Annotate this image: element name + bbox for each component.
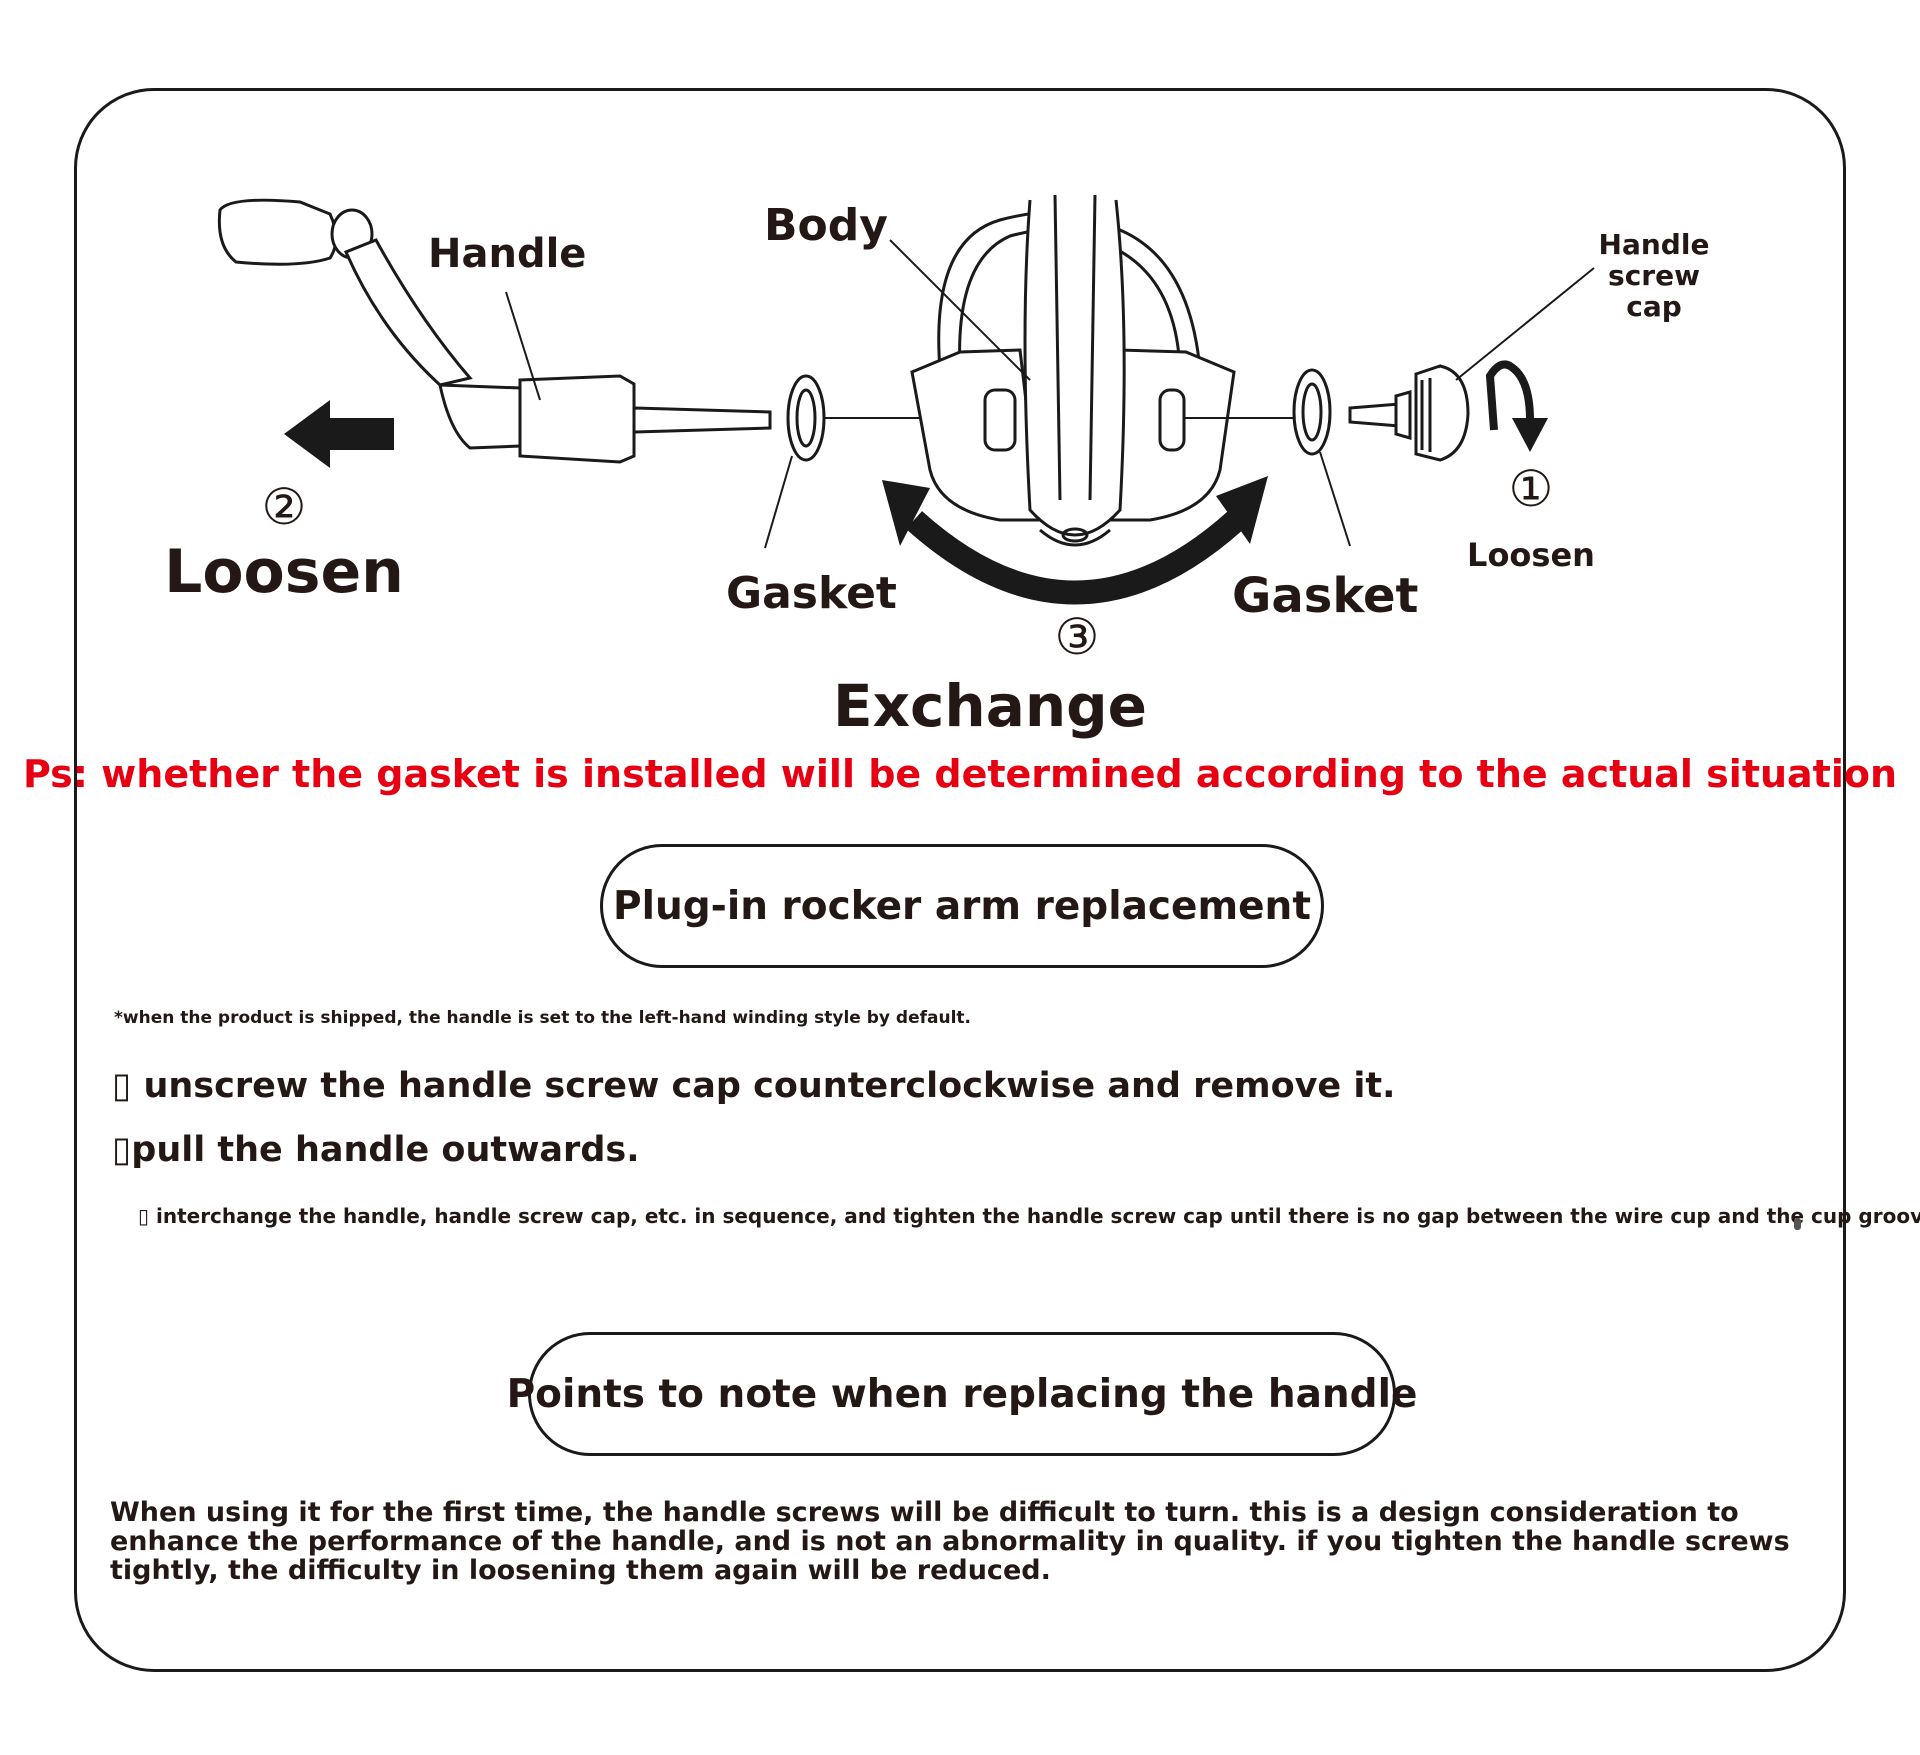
gasket-right-illustration	[1292, 368, 1332, 456]
instruction-step3: ▯ interchange the handle, handle screw c…	[138, 1204, 1920, 1228]
ps-note: Ps: whether the gasket is installed will…	[22, 752, 1898, 796]
content-frame	[74, 88, 1846, 1672]
rotate-arrow-icon	[1485, 360, 1548, 452]
gasket-left-leader-line	[764, 455, 793, 549]
handle-illustration	[217, 198, 772, 464]
step3-number: ③	[1055, 608, 1100, 666]
screw-cap-label-line1: Handle	[1599, 228, 1710, 261]
body-leader-line	[889, 239, 1031, 381]
step1-label: Loosen	[1467, 536, 1595, 574]
shipping-note: *when the product is shipped, the handle…	[114, 1008, 972, 1028]
gasket-left-label: Gasket	[726, 568, 897, 619]
gasket-right-label: Gasket	[1232, 568, 1419, 624]
body-label: Body	[764, 200, 888, 251]
step3-label: Exchange	[833, 672, 1147, 740]
screw-cap-leader-line	[1455, 267, 1595, 381]
stray-mark	[1794, 1218, 1801, 1230]
section-title-notes: Points to note when replacing the handle	[507, 1332, 1417, 1456]
instruction-step2: ▯pull the handle outwards.	[112, 1130, 640, 1170]
step2-label: Loosen	[164, 537, 404, 607]
arrow-left-icon	[284, 400, 394, 468]
screw-cap-illustration	[1348, 364, 1470, 462]
screw-cap-label-line2: screw	[1608, 259, 1700, 292]
handle-label: Handle	[428, 231, 586, 277]
instruction-step1: ▯ unscrew the handle screw cap countercl…	[112, 1066, 1396, 1106]
gasket-left-illustration	[786, 374, 826, 462]
reel-body-illustration	[910, 194, 1236, 547]
handle-leader-line	[505, 291, 541, 401]
screw-cap-label-line3: cap	[1626, 290, 1682, 323]
step2-number: ②	[262, 478, 307, 536]
gasket-right-leader-line	[1319, 451, 1351, 547]
notes-paragraph: When using it for the first time, the ha…	[110, 1497, 1790, 1586]
exchange-arrow-icon	[882, 476, 1268, 605]
step1-number: ①	[1509, 460, 1554, 518]
reel-handle-diagram: Handle Body Handle screw cap Gasket Gask…	[164, 194, 1710, 740]
section-title-replacement: Plug-in rocker arm replacement	[600, 844, 1324, 968]
